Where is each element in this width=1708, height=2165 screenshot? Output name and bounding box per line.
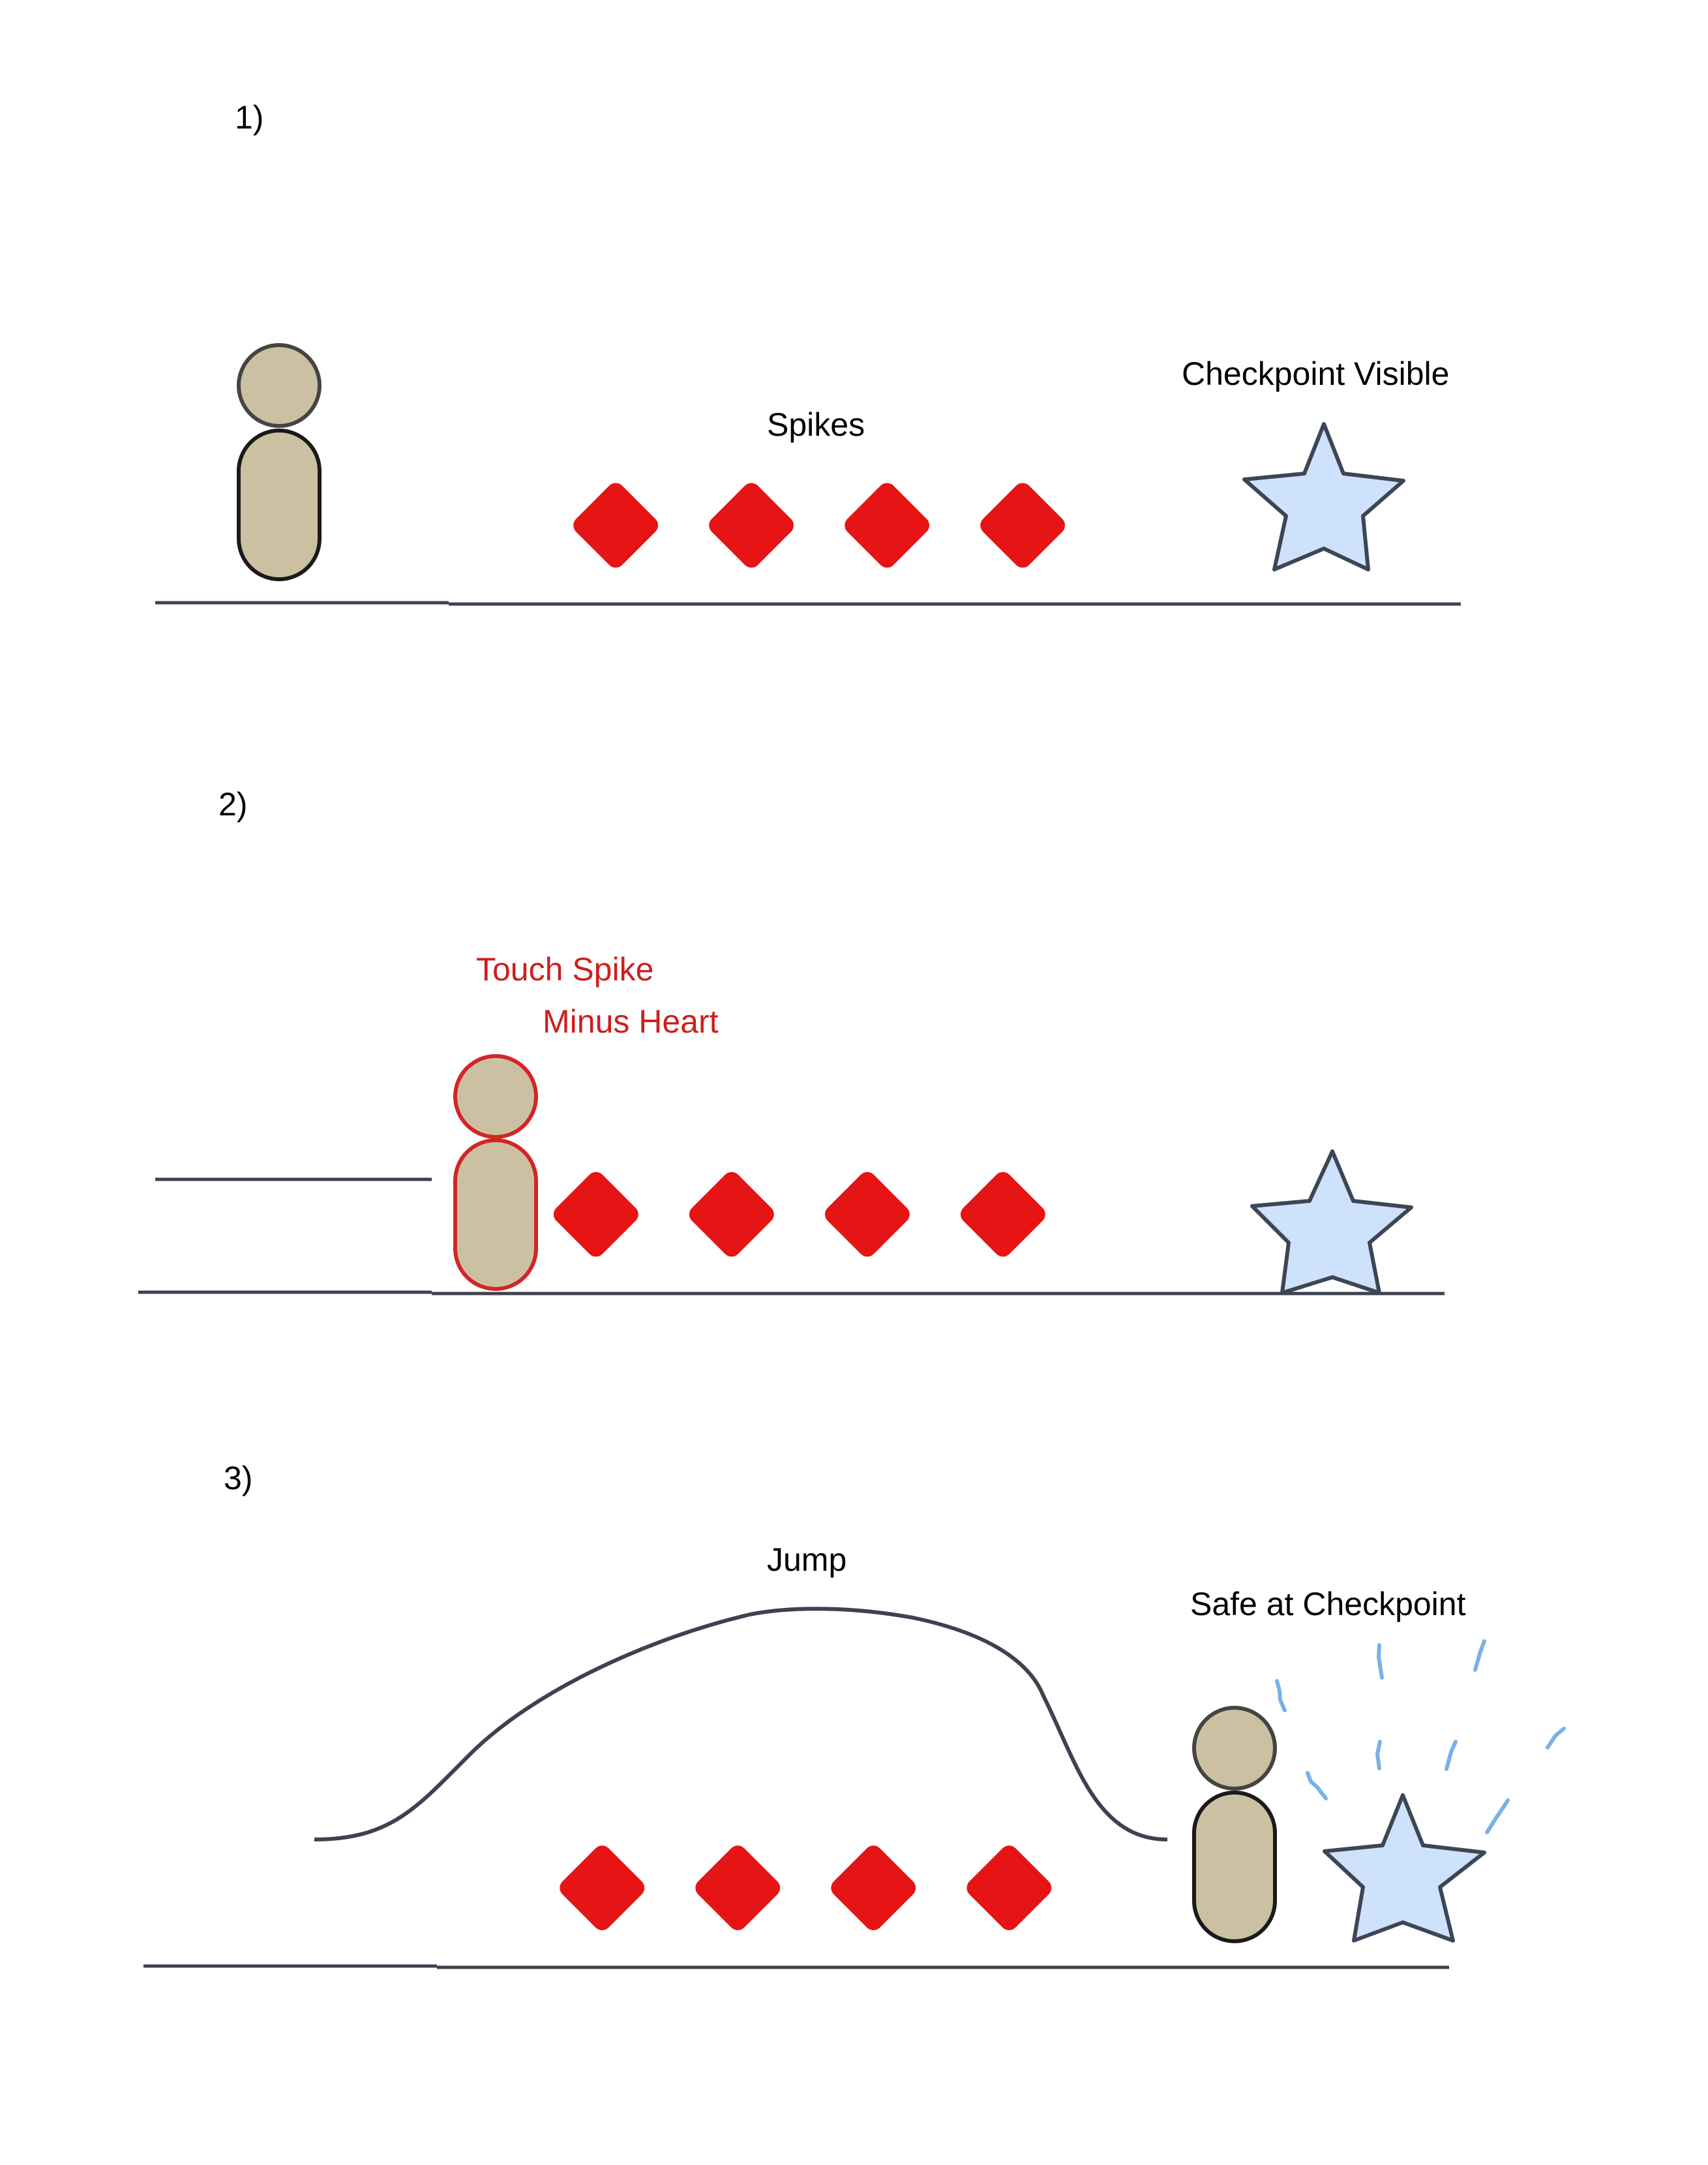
spikes-label: Spikes (767, 406, 865, 443)
spike-row (560, 1845, 1052, 1931)
panel-3: 3) Jump Safe at Checkpoint (143, 1460, 1566, 1969)
spike (845, 483, 930, 568)
player-character-hurt (453, 1054, 538, 1291)
spike (573, 483, 659, 568)
panel-3-number: 3) (224, 1460, 252, 1496)
sparkle-stroke (1445, 1740, 1458, 1771)
spike (560, 1845, 645, 1931)
jump-label: Jump (767, 1541, 847, 1578)
spike (831, 1845, 916, 1931)
spike (966, 1845, 1052, 1931)
spike (980, 483, 1066, 568)
panel-2: 2) Touch Spike Minus Heart (138, 786, 1445, 1295)
player-head (1192, 1706, 1277, 1791)
spike (824, 1172, 910, 1257)
sparkle-stroke (1473, 1639, 1486, 1672)
ground-panel-2 (138, 1177, 1445, 1295)
sparkle-stroke (1376, 1643, 1384, 1680)
safe-at-checkpoint-label: Safe at Checkpoint (1190, 1586, 1466, 1622)
spike (960, 1172, 1045, 1257)
sparkle-stroke (1375, 1740, 1382, 1770)
player-character (1192, 1706, 1277, 1943)
player-head (237, 343, 322, 428)
player-body (237, 429, 322, 581)
spike (553, 1172, 638, 1257)
minus-heart-label: Minus Heart (543, 1003, 719, 1040)
sparkle-effect-icon (1275, 1639, 1566, 1834)
panel-1-number: 1) (235, 99, 263, 136)
checkpoint-star-icon (1323, 1793, 1486, 1943)
player-body (1192, 1791, 1277, 1943)
checkpoint-star-icon (1250, 1149, 1413, 1295)
spike-row (553, 1172, 1045, 1257)
sparkle-stroke (1306, 1771, 1328, 1800)
sparkle-stroke (1275, 1679, 1287, 1712)
spike (709, 483, 794, 568)
checkpoint-visible-label: Checkpoint Visible (1182, 356, 1449, 392)
jump-arc-path (314, 1607, 1168, 1841)
player-body (453, 1138, 538, 1291)
panel-1: 1) Spikes Checkpoint Visible (155, 99, 1461, 606)
spike (689, 1172, 774, 1257)
ground-panel-3 (143, 1964, 1449, 1969)
ground-panel-1 (155, 601, 1461, 606)
spike-row (573, 483, 1066, 568)
checkpoint-star-icon (1242, 422, 1405, 571)
sparkle-stroke (1485, 1798, 1510, 1834)
touch-spike-label: Touch Spike (476, 951, 653, 988)
panel-2-number: 2) (218, 786, 247, 823)
spike (695, 1845, 781, 1931)
sparkle-stroke (1546, 1727, 1566, 1749)
player-character (237, 343, 322, 581)
player-head (453, 1054, 538, 1139)
